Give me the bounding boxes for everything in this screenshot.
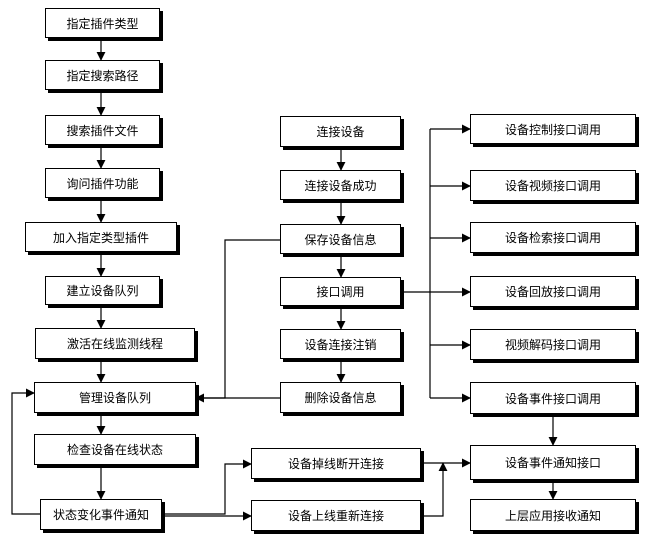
node-specify-plugin-type: 指定插件类型 — [45, 8, 160, 38]
node-activate-monitor-thread: 激活在线监测线程 — [35, 328, 195, 359]
arrow-d2-r7 — [421, 462, 448, 517]
node-device-online-reconnect: 设备上线重新连接 — [251, 500, 421, 531]
node-specify-search-path: 指定搜索路径 — [45, 60, 160, 90]
node-decode-interface-call: 视频解码接口调用 — [470, 329, 636, 360]
node-connect-device: 连接设备 — [280, 116, 401, 147]
node-build-device-queue: 建立设备队列 — [45, 276, 160, 305]
arrow-n10-loop-n8 — [11, 388, 40, 515]
node-event-notify-interface: 设备事件通知接口 — [470, 445, 636, 480]
node-video-interface-call: 设备视频接口调用 — [470, 170, 636, 201]
node-search-plugin-files: 搜索插件文件 — [45, 115, 160, 145]
node-query-plugin-function: 询问插件功能 — [45, 168, 160, 198]
arrow-n10-d1 — [162, 459, 252, 515]
node-add-typed-plugin: 加入指定类型插件 — [25, 222, 177, 252]
node-interface-call: 接口调用 — [280, 277, 401, 306]
node-connect-success: 连接设备成功 — [280, 170, 401, 200]
node-upper-app-receive-notify: 上层应用接收通知 — [470, 499, 636, 531]
node-device-offline-disconnect: 设备掉线断开连接 — [251, 448, 421, 479]
node-device-logout: 设备连接注销 — [280, 329, 401, 359]
node-delete-device-info: 删除设备信息 — [280, 382, 401, 413]
node-control-interface-call: 设备控制接口调用 — [470, 114, 636, 144]
node-status-change-notify: 状态变化事件通知 — [40, 499, 162, 530]
node-manage-device-queue: 管理设备队列 — [34, 382, 196, 413]
node-save-device-info: 保存设备信息 — [280, 224, 401, 254]
arrow-m3-n8 — [171, 239, 280, 403]
node-check-online-status: 检查设备在线状态 — [34, 434, 196, 465]
node-playback-interface-call: 设备回放接口调用 — [470, 276, 636, 307]
node-search-interface-call: 设备检索接口调用 — [470, 222, 636, 253]
node-event-interface-call: 设备事件接口调用 — [470, 382, 636, 414]
